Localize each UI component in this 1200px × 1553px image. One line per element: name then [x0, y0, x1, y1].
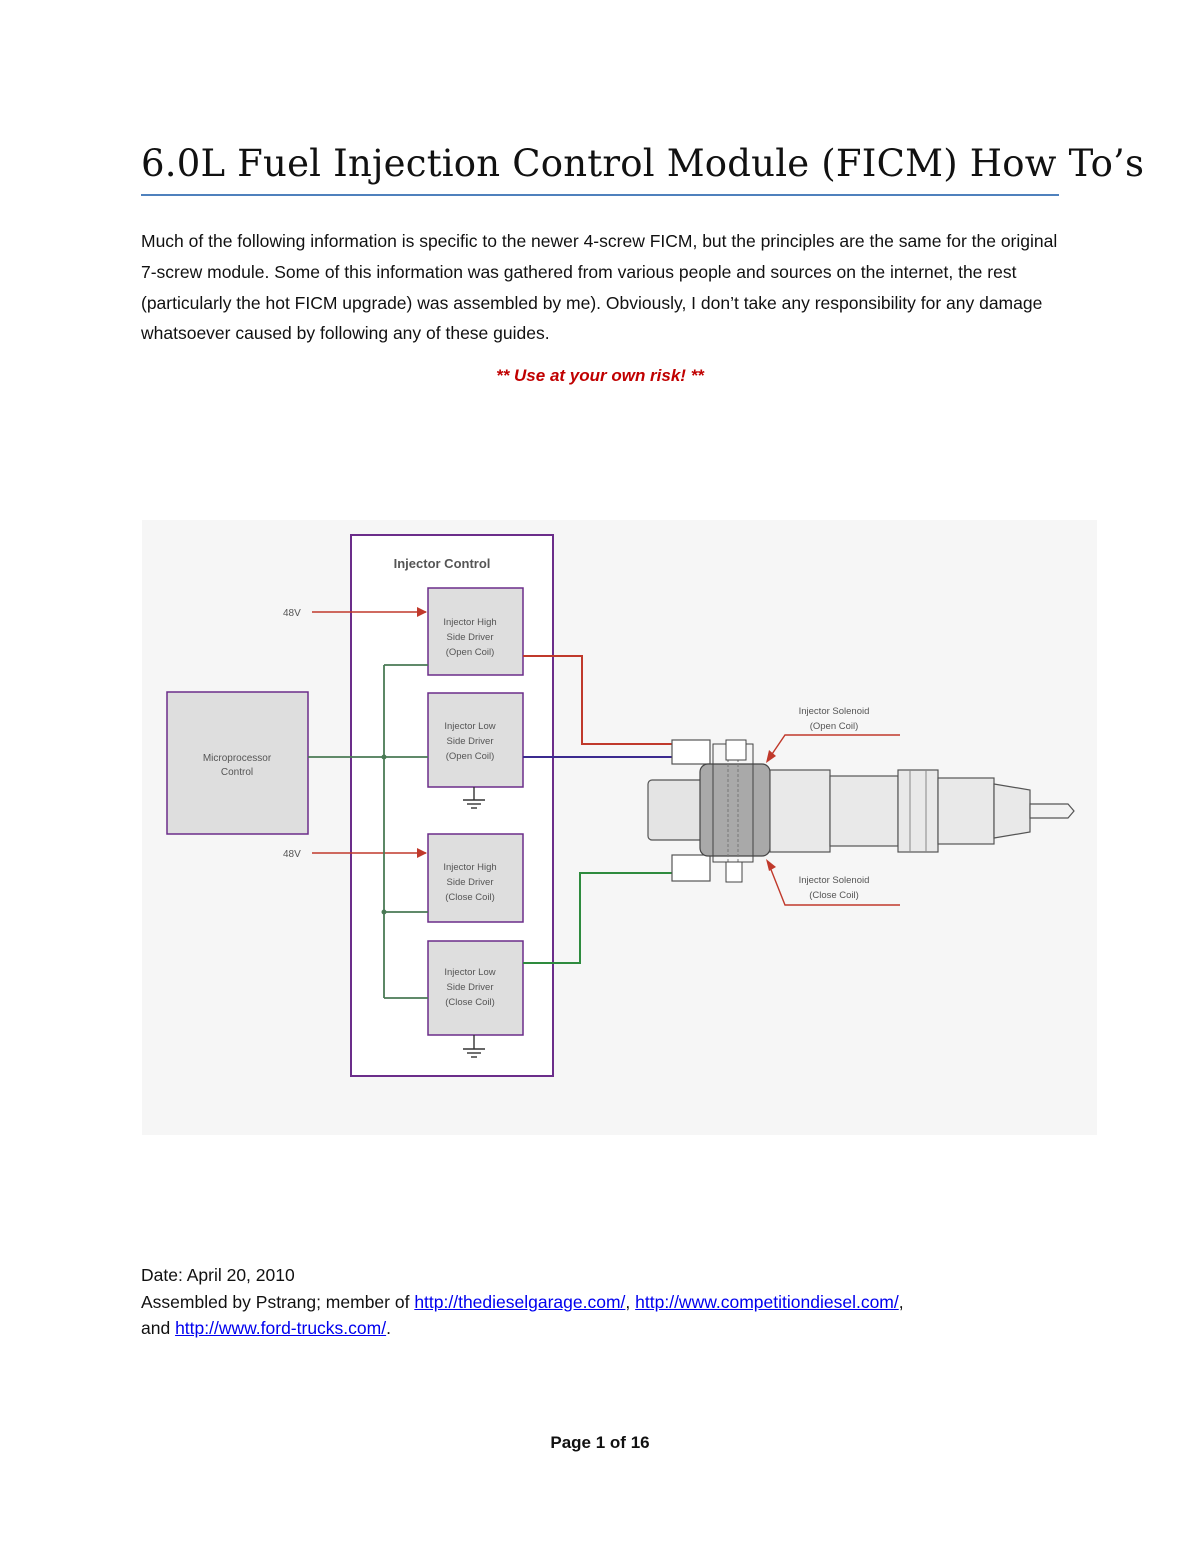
- driver-4-line2: Side Driver: [447, 982, 494, 993]
- solenoid-close-leader: [767, 861, 900, 906]
- connector-bottom: [671, 854, 711, 882]
- and-prefix: and: [141, 1318, 176, 1338]
- microprocessor-label-line2: Control: [221, 767, 253, 778]
- ground-symbol-open: [463, 787, 485, 809]
- driver-1-line2: Side Driver: [447, 632, 494, 643]
- risk-warning: ** Use at your own risk! **: [496, 366, 704, 385]
- driver-4-line1: Injector Low: [444, 967, 495, 978]
- bus-junction-2: [381, 909, 387, 915]
- document-info: Date: April 20, 2010 Assembled by Pstran…: [141, 1262, 1101, 1342]
- driver-2-line2: Side Driver: [447, 736, 494, 747]
- driver-3-line2: Side Driver: [447, 877, 494, 888]
- link-competitiondiesel[interactable]: http://www.competitiondiesel.com/: [635, 1291, 899, 1312]
- driver-box-high-close: [427, 833, 524, 923]
- injector-illustration: [647, 739, 1075, 883]
- link-separator-2: ,: [898, 1291, 904, 1312]
- solenoid-open-leader: [767, 734, 900, 761]
- driver-2-line3: (Open Coil): [446, 751, 495, 762]
- link-ford-trucks[interactable]: http://www.ford-trucks.com/: [175, 1318, 387, 1338]
- link-separator-1: ,: [625, 1291, 636, 1312]
- connector-top: [671, 739, 711, 765]
- driver-3-line3: (Close Coil): [445, 892, 495, 903]
- solenoid-close-arrowhead: [766, 859, 776, 871]
- page-total: 16: [630, 1433, 650, 1452]
- link-thedieselgarage[interactable]: http://thedieselgarage.com/: [414, 1291, 626, 1312]
- driver-2-line1: Injector Low: [444, 721, 495, 732]
- page-title: 6.0L Fuel Injection Control Module (FICM…: [141, 142, 1145, 185]
- ground-symbol-close: [463, 1035, 485, 1058]
- supply-48v-bottom: 48V: [283, 849, 301, 860]
- and-line: and http://www.ford-trucks.com/.: [141, 1315, 1101, 1342]
- driver-box-low-open: [427, 692, 524, 788]
- page-current: 1: [595, 1433, 606, 1452]
- solenoid-close-line1: Injector Solenoid: [799, 875, 870, 886]
- wire-high-open: [523, 655, 673, 745]
- page-number: Page 1 of 16: [0, 1433, 1200, 1453]
- sentence-end: .: [386, 1318, 391, 1338]
- bus-junction-1: [381, 754, 387, 760]
- control-bus: [308, 664, 428, 999]
- intro-paragraph: Much of the following information is spe…: [141, 231, 1058, 344]
- driver-box-high-open: [427, 587, 524, 676]
- supply-48v-top: 48V: [283, 608, 301, 619]
- date-line: Date: April 20, 2010: [141, 1265, 295, 1285]
- microprocessor-label-line1: Microprocessor: [203, 753, 272, 764]
- injector-control-label: Injector Control: [394, 556, 491, 571]
- injector-control-diagram: Injector Control Microprocessor Control …: [142, 520, 1097, 1135]
- title-underline: [141, 194, 1059, 196]
- solenoid-open-line1: Injector Solenoid: [799, 706, 870, 717]
- assembled-prefix: Assembled by Pstrang; member of: [141, 1291, 415, 1312]
- driver-3-line1: Injector High: [443, 862, 496, 873]
- page-of: of: [605, 1433, 631, 1452]
- driver-4-line3: (Close Coil): [445, 997, 495, 1008]
- solenoid-close-line2: (Close Coil): [809, 890, 859, 901]
- assembled-line: Assembled by Pstrang; member of http://t…: [141, 1289, 1101, 1316]
- solenoid-open-arrowhead: [766, 750, 776, 763]
- driver-1-line1: Injector High: [443, 617, 496, 628]
- wire-low-close: [523, 872, 673, 964]
- microprocessor-box: [166, 691, 309, 835]
- driver-1-line3: (Open Coil): [446, 647, 495, 658]
- page-prefix: Page: [550, 1433, 596, 1452]
- solenoid-open-line2: (Open Coil): [810, 721, 859, 732]
- driver-box-low-close: [427, 940, 524, 1036]
